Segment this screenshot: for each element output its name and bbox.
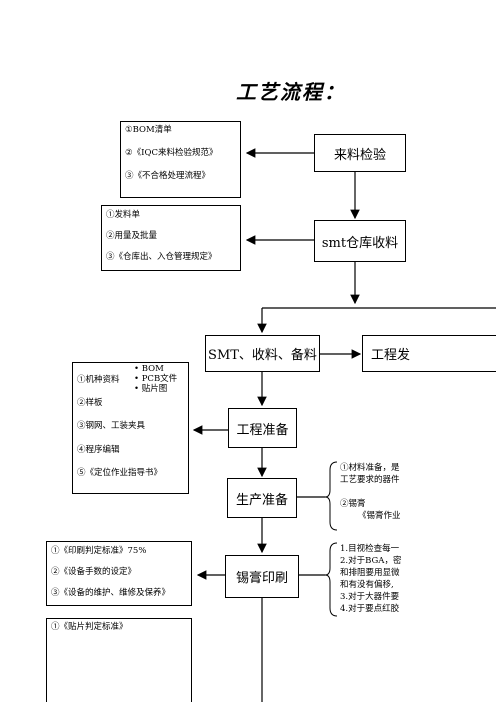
sub-item: • BOM [134,364,164,374]
note-line: 3.对于大器件要 [340,592,400,602]
doc-item: ②《IQC来料检验规范》 [125,148,218,158]
doc-item: ③《设备的维护、维修及保养》 [51,588,171,598]
doc-item: ①《贴片判定标准》 [51,622,128,632]
note-line: 和排阻要用显微 [340,568,400,578]
doc-item: ①发料单 [106,210,141,220]
process-engineering-release: 工程发 [362,335,496,372]
doc-item: ②用量及批量 [106,231,158,241]
note-line: 和有没有偏移, [340,580,394,590]
doc-item: ①BOM清单 [125,125,172,135]
process-engineering-prep: 工程准备 [228,408,297,448]
note-line: 《锡膏作业 [358,511,401,521]
brace-prodprep [324,461,338,531]
sub-item: • PCB文件 [134,374,178,384]
process-smt-receiving: SMT、收料、备料 [205,335,320,372]
process-label: 锡膏印刷 [235,571,288,586]
process-solder-printing: 锡膏印刷 [225,555,299,598]
doc-item: ①《印刷判定标准》75% [51,546,147,556]
process-label: 工程发 [371,348,411,363]
process-production-prep: 生产准备 [227,478,297,518]
note-line: 1.目视检查每一 [340,544,400,554]
process-label: smt仓库收料 [321,235,399,251]
process-label: 来料检验 [333,147,386,163]
docs-warehouse: ①发料单 ②用量及批量 ③《仓库出、入仓管理规定》 [101,205,241,271]
docs-incoming: ①BOM清单 ②《IQC来料检验规范》 ③《不合格处理流程》 [120,121,241,198]
brace-printing [324,542,338,617]
doc-item: ④程序编辑 [77,445,120,455]
doc-item: ②《设备手数的设定》 [51,567,137,577]
docs-engineering-prep: ①机种资料 • BOM • PCB文件 • 贴片图 ②样板 ③钢网、工装夹具 ④… [72,362,189,494]
notes-printing: 1.目视检查每一 2.对于BGA，密 和排阻要用显微 和有没有偏移, 3.对于大… [340,543,496,621]
doc-item: ③钢网、工装夹具 [77,421,146,431]
doc-item: ②样板 [77,398,103,408]
doc-item: ⑤《定位作业指导书》 [77,468,163,478]
page-title: 工艺流程： [236,80,346,104]
process-label: 工程准备 [236,422,289,438]
note-line: 2.对于BGA，密 [340,556,402,566]
doc-item: ①机种资料 [77,375,120,385]
notes-production-prep: ①材料准备，是 工艺要求的器件 ②锡膏 《锡膏作业 [340,462,496,532]
process-label: 生产准备 [235,492,288,508]
model-data-sublist: • BOM • PCB文件 • 贴片图 [134,364,177,394]
process-warehouse-receiving: smt仓库收料 [314,220,406,262]
note-line: ①材料准备，是 [340,463,400,473]
docs-printing: ①《印刷判定标准》75% ②《设备手数的设定》 ③《设备的维护、维修及保养》 [46,541,192,606]
note-line: ②锡膏 [340,499,366,509]
doc-item: ③《不合格处理流程》 [125,171,211,181]
process-label: SMT、收料、备料 [208,348,317,363]
note-line: 工艺要求的器件 [340,475,400,485]
doc-item: ③《仓库出、入仓管理规定》 [106,252,217,262]
process-incoming-inspection: 来料检验 [314,134,406,172]
sub-item: • 贴片图 [134,384,168,394]
note-line: 4.对于要点红胶 [340,604,400,614]
docs-placement: ①《贴片判定标准》 [46,618,192,702]
